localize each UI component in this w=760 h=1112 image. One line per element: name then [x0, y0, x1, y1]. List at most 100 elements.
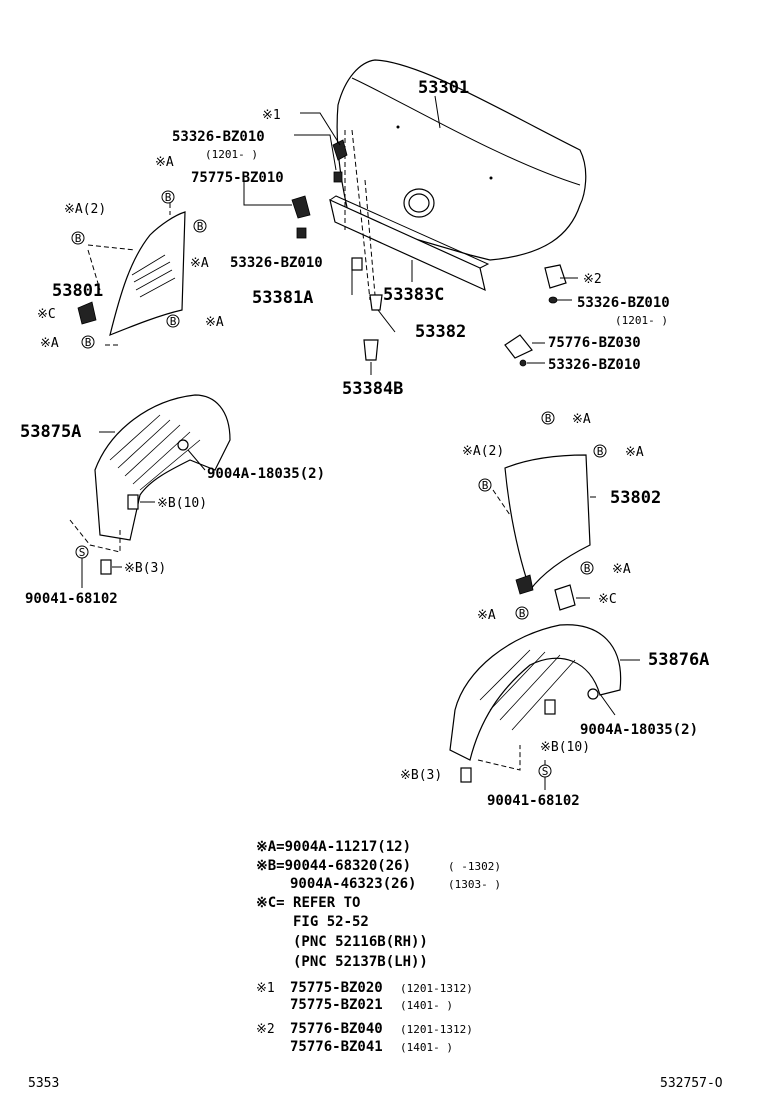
screw-left-b10[interactable]: [127, 494, 139, 510]
callout-xa: ※A: [205, 315, 224, 330]
legend: ※A=9004A-11217(12) ※B=90044-68320(26) ( …: [256, 839, 501, 1055]
svg-text:B: B: [482, 479, 489, 492]
part-label-53326-bz010-c[interactable]: 53326-BZ010: [577, 295, 670, 311]
callout-xb3: ※B(3): [400, 768, 442, 783]
circle-marker-b: B: [81, 335, 95, 349]
callout-xa2: ※A(2): [462, 444, 504, 459]
circle-marker-b: B: [71, 231, 85, 245]
legend-note1-line1: 75775-BZ020: [290, 980, 383, 996]
bracket-note1[interactable]: [332, 139, 348, 161]
circle-marker-b: B: [166, 314, 180, 328]
legend-a-line: ※A=9004A-11217(12): [256, 839, 411, 855]
part-label-53301[interactable]: 53301: [418, 78, 469, 98]
bracket-53802-c[interactable]: [554, 584, 576, 611]
part-label-75776-bz030[interactable]: 75776-BZ030: [548, 335, 641, 351]
clip-53382[interactable]: [369, 294, 383, 311]
circle-marker-b: B: [161, 190, 175, 204]
clip-53384b[interactable]: [363, 339, 379, 361]
callout-xa: ※A: [155, 155, 174, 170]
circle-marker-s: S: [75, 545, 89, 559]
legend-note2-mark: ※2: [256, 1022, 275, 1037]
part-label-9004a-18035-left[interactable]: 9004A-18035(2): [207, 466, 325, 482]
part-label-53382[interactable]: 53382: [415, 322, 466, 342]
bracket-note2[interactable]: [544, 264, 567, 289]
part-label-75775-bz010[interactable]: 75775-BZ010: [191, 170, 284, 186]
screw-right-b3[interactable]: [460, 767, 472, 783]
callout-xb10: ※B(10): [157, 496, 207, 511]
circle-marker-b: B: [193, 219, 207, 233]
svg-text:B: B: [519, 607, 526, 620]
date-range-label: (1201- ): [615, 314, 668, 327]
part-label-53876a[interactable]: 53876A: [648, 650, 709, 670]
circle-marker-b: B: [478, 478, 492, 492]
part-label-53802[interactable]: 53802: [610, 488, 661, 508]
svg-text:S: S: [542, 765, 549, 778]
part-label-53384b[interactable]: 53384B: [342, 379, 403, 399]
part-label-53875a[interactable]: 53875A: [20, 422, 81, 442]
legend-note2-line2: 75776-BZ041: [290, 1039, 383, 1055]
date-range-label: (1201- ): [205, 148, 258, 161]
retainer-75776[interactable]: [504, 334, 533, 359]
legend-note2-line1: 75776-BZ040: [290, 1021, 383, 1037]
part-label-53326-bz010-a[interactable]: 53326-BZ010: [172, 129, 265, 145]
legend-note1-line2: 75775-BZ021: [290, 997, 383, 1013]
legend-b-line1: ※B=90044-68320(26): [256, 858, 411, 874]
callout-xa: ※A: [190, 256, 209, 271]
svg-text:B: B: [170, 315, 177, 328]
legend-note1-mark: ※1: [256, 981, 275, 996]
note1-mark: ※1: [262, 108, 281, 123]
screw-left-9004a[interactable]: [177, 439, 189, 451]
clip-53326-d[interactable]: [519, 359, 527, 367]
callout-xa: ※A: [477, 608, 496, 623]
screw-right-b10[interactable]: [544, 699, 556, 715]
circle-marker-b: B: [580, 561, 594, 575]
legend-c-line2: FIG 52-52: [293, 914, 369, 930]
clip-53326-b[interactable]: [296, 227, 307, 239]
retainer-75775[interactable]: [291, 195, 311, 219]
fender-left[interactable]: [109, 211, 186, 336]
legend-note1-line2-date: (1401- ): [400, 999, 453, 1012]
fender-right[interactable]: [504, 454, 591, 592]
clip-53381a[interactable]: [351, 257, 363, 271]
callout-xc: ※C: [37, 307, 56, 322]
circle-marker-b: B: [515, 606, 529, 620]
callout-xa: ※A: [612, 562, 631, 577]
clip-53326-a[interactable]: [333, 171, 343, 183]
legend-c-line4: (PNC 52137B(LH)): [293, 954, 428, 970]
callout-xa: ※A: [572, 412, 591, 427]
part-label-53381a[interactable]: 53381A: [252, 288, 313, 308]
part-label-53326-bz010-b[interactable]: 53326-BZ010: [230, 255, 323, 271]
footer-left-code: 5353: [28, 1076, 59, 1091]
legend-note1-line1-date: (1201-1312): [400, 982, 473, 995]
part-label-90041-68102-right[interactable]: 90041-68102: [487, 793, 580, 809]
footer-right-code: 532757-O: [660, 1076, 723, 1091]
callout-xb3: ※B(3): [124, 561, 166, 576]
screw-right-9004a[interactable]: [587, 688, 599, 700]
legend-b-line2-date: (1303- ): [448, 878, 501, 891]
bracket-53802-a[interactable]: [515, 574, 534, 595]
fender-liner-right[interactable]: [449, 624, 622, 761]
part-label-9004a-18035-right[interactable]: 9004A-18035(2): [580, 722, 698, 738]
legend-note2-line2-date: (1401- ): [400, 1041, 453, 1054]
clip-53326-c[interactable]: [548, 296, 558, 304]
screw-left-b3[interactable]: [100, 559, 112, 575]
legend-note2-line1-date: (1201-1312): [400, 1023, 473, 1036]
part-label-53801[interactable]: 53801: [52, 281, 103, 301]
callout-xa: ※A: [625, 445, 644, 460]
part-label-53326-bz010-d[interactable]: 53326-BZ010: [548, 357, 641, 373]
legend-b-line2: 9004A-46323(26): [290, 876, 416, 892]
svg-text:B: B: [85, 336, 92, 349]
callout-xb10: ※B(10): [540, 740, 590, 755]
circle-marker-b: B: [541, 411, 555, 425]
callout-xa: ※A: [40, 336, 59, 351]
svg-text:S: S: [79, 546, 86, 559]
svg-text:B: B: [545, 412, 552, 425]
svg-text:B: B: [165, 191, 172, 204]
svg-text:B: B: [197, 220, 204, 233]
part-label-53383c[interactable]: 53383C: [383, 285, 444, 305]
part-label-90041-68102-left[interactable]: 90041-68102: [25, 591, 118, 607]
circle-marker-s: S: [538, 764, 552, 778]
circle-marker-b: B: [593, 444, 607, 458]
bracket-53801-c[interactable]: [77, 301, 97, 325]
